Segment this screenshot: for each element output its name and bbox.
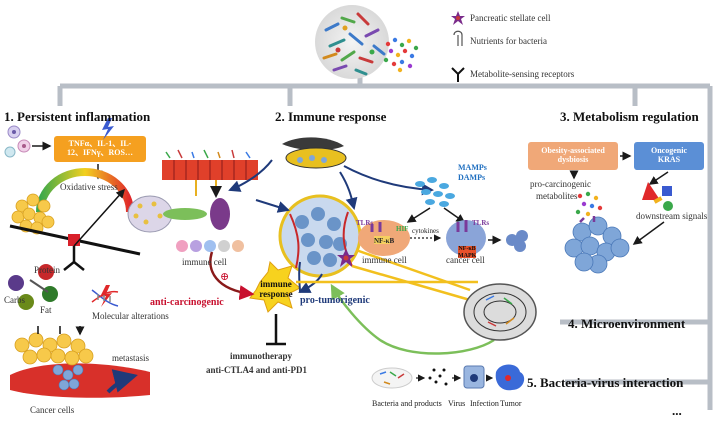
tumor-label: Tumor	[500, 399, 522, 408]
legend-stellate-label: Pancreatic stellate cell	[470, 13, 551, 23]
immune-cell-row	[176, 240, 244, 252]
tlrs-label-immune: TLRs	[356, 219, 374, 227]
inhibition-bar	[266, 314, 286, 346]
checkpoint-label: anti-CTLA4 and anti-PD1	[206, 365, 308, 375]
hif-label: HIF	[396, 225, 409, 233]
legend-receptors-label: Metabolite-sensing receptors	[470, 69, 575, 79]
cancer-cells-label: Cancer cells	[30, 405, 75, 415]
stellate-cell	[337, 249, 355, 267]
obesity-line-1: Obesity-associated	[541, 146, 605, 156]
intestinal-epithelium	[162, 149, 258, 196]
immune-response-line-1: immune	[260, 279, 292, 289]
metabolite-dots	[575, 191, 603, 217]
immune-response-label: immune response	[256, 279, 296, 300]
signal-shapes	[642, 182, 673, 211]
nfkb-mapk-line-1: NF-κB	[458, 246, 476, 252]
pro-tumorigenic-label: pro-tumorigenic	[300, 295, 370, 306]
framework-lines	[57, 72, 713, 410]
legend-nutrient-icon	[453, 30, 463, 46]
microenvironment-bundle	[463, 283, 537, 341]
cytokine-label: TNFα、IL-1、IL- 12、IFNγ、ROS…	[54, 136, 146, 162]
obesity-label: Obesity-associated dysbiosis	[528, 142, 618, 170]
immune-response-star	[249, 260, 301, 313]
carbs-label: Carbs	[4, 295, 25, 305]
section-4-title: 4. Microenvironment	[568, 316, 686, 331]
kras-line-2: KRAS	[657, 155, 681, 164]
immune-response-line-2: response	[259, 288, 293, 299]
cancer-cell-cluster	[506, 230, 528, 252]
plus-sign: ⊕	[220, 271, 230, 283]
gut-microbiota-circle	[315, 5, 389, 79]
legend-receptor-icon	[451, 67, 465, 82]
mamps-cluster	[415, 177, 455, 207]
fat-label: Fat	[40, 305, 52, 315]
cytokine-line-1: TNFα、IL-1、IL-	[68, 139, 132, 149]
cancer-cell-label: cancer cell	[446, 255, 485, 265]
oxidative-gauge	[36, 168, 134, 213]
lightning-icon	[102, 118, 114, 140]
lightning-icon	[100, 285, 112, 307]
legend-nutrients-label: Nutrients for bacteria	[470, 36, 547, 46]
nfkb-mapk-label: NF-κB MAPK	[458, 246, 476, 259]
central-tumor	[278, 194, 362, 278]
metabolites-label: metabolites	[536, 191, 578, 201]
section-5-title: 5. Bacteria-virus interaction	[527, 375, 684, 390]
mamps-label: MAMPs	[458, 163, 487, 172]
tlrs-label-cancer: TLRs	[472, 219, 490, 227]
section-2-title: 2. Immune response	[275, 109, 387, 124]
tumor-tissue	[10, 326, 150, 398]
fibroblast	[163, 208, 207, 220]
dna-helix-icon	[91, 289, 119, 307]
immune-cell-label: immune cell	[362, 255, 407, 265]
damps-label: DAMPs	[458, 173, 486, 182]
metastasis-label: metastasis	[112, 353, 149, 363]
infection-label: Infection	[470, 399, 499, 408]
macrophage	[210, 198, 230, 230]
virus-particles	[428, 368, 448, 386]
cytokine-line-2: 12、IFNγ、ROS…	[67, 148, 133, 157]
kras-line-1: Oncogenic	[651, 146, 687, 156]
immune-cell-left-label: immune cell	[182, 257, 227, 267]
kras-box	[634, 142, 704, 170]
oxidative-stress-label: Oxidative stress	[60, 182, 118, 192]
kras-label: Oncogenic KRAS	[634, 142, 704, 170]
nutrient-dots	[383, 37, 419, 73]
section-1-title: 1. Persistent inflammation	[4, 109, 151, 124]
obesity-line-2: dysbiosis	[557, 155, 589, 164]
immunotherapy-label: immunotherapy	[230, 351, 293, 361]
protein-label: Protein	[34, 265, 60, 275]
seesaw-pivot	[68, 234, 80, 246]
bacteria-products-label: Bacteria and products	[372, 399, 442, 408]
cytokines-label: cytokines	[412, 227, 439, 235]
nfkb-mapk-line-2: MAPK	[458, 252, 477, 259]
pro-carcinogenic-label: pro-carcinogenic	[530, 179, 591, 189]
cytokine-box	[54, 136, 146, 162]
anti-carcinogenic-label: anti-carcinogenic	[150, 297, 224, 308]
nutrient-balls	[8, 264, 58, 310]
section-3-title: 3. Metabolism regulation	[560, 109, 699, 124]
obesity-box	[528, 142, 618, 170]
downstream-signals-label: downstream signals	[636, 211, 708, 221]
metabolism-tumor	[564, 216, 630, 274]
pancreas-organ	[282, 137, 347, 169]
molecular-alterations-label: Molecular alterations	[92, 311, 169, 321]
bacteria-products	[371, 367, 413, 389]
more-ellipsis: ...	[672, 403, 682, 418]
section1-cells	[4, 125, 31, 158]
legend-stellate-icon	[451, 11, 465, 25]
nfkb-label: NF-κB	[374, 237, 395, 245]
virus-label: Virus	[448, 399, 466, 408]
